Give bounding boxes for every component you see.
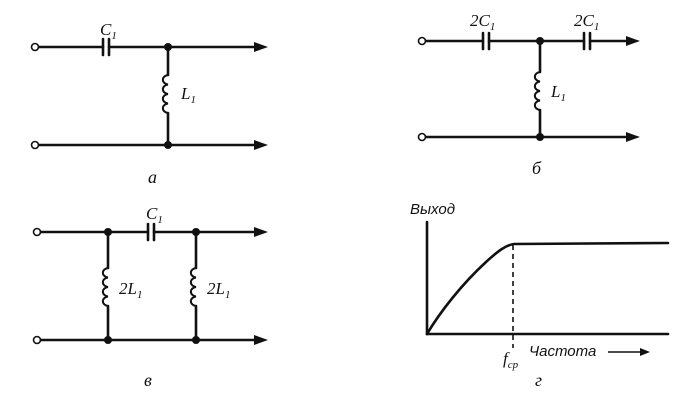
- ind-label: L1: [180, 84, 196, 106]
- output-arrow-bottom: [626, 132, 640, 142]
- output-arrow-top: [254, 227, 268, 237]
- graph-d: Выход Частота fср г: [410, 201, 670, 390]
- caption-b: б: [532, 158, 542, 178]
- caption-c: в: [144, 370, 152, 390]
- cap-label-right: 2C1: [574, 11, 599, 33]
- ind-label-left: 2L1: [119, 279, 142, 301]
- cap-label: C1: [100, 20, 117, 42]
- output-arrow-bottom: [254, 335, 268, 345]
- x-axis-label: Частота: [529, 343, 596, 360]
- output-arrow-top: [254, 42, 268, 52]
- inductor-2l1-right: [189, 267, 197, 307]
- output-arrow-top: [626, 36, 640, 46]
- output-arrow-bottom: [254, 140, 268, 150]
- circuit-a: C1 L1 а: [30, 20, 268, 187]
- circuit-c: C1 2L1 2L1 в: [32, 204, 268, 390]
- ind-label-right: 2L1: [207, 279, 230, 301]
- input-terminal-top: [30, 42, 40, 52]
- response-curve: [425, 241, 670, 336]
- input-terminal-bottom: [30, 140, 40, 150]
- cap-label: C1: [146, 204, 163, 226]
- input-terminal-bottom: [417, 132, 427, 142]
- inductor-l1: [161, 74, 169, 114]
- input-terminal-top: [32, 227, 42, 237]
- cap-label-left: 2C1: [470, 11, 495, 33]
- cutoff-label: fср: [503, 349, 519, 371]
- caption-d: г: [535, 370, 542, 390]
- y-axis-label: Выход: [410, 201, 455, 218]
- inductor-2l1-left: [101, 267, 109, 307]
- inductor-l1: [533, 71, 541, 111]
- x-axis-arrow-head: [640, 348, 650, 356]
- circuit-b: 2C1 2C1 L1 б: [417, 11, 640, 178]
- ind-label: L1: [550, 82, 566, 104]
- input-terminal-top: [417, 36, 427, 46]
- caption-a: а: [148, 167, 157, 187]
- input-terminal-bottom: [32, 335, 42, 345]
